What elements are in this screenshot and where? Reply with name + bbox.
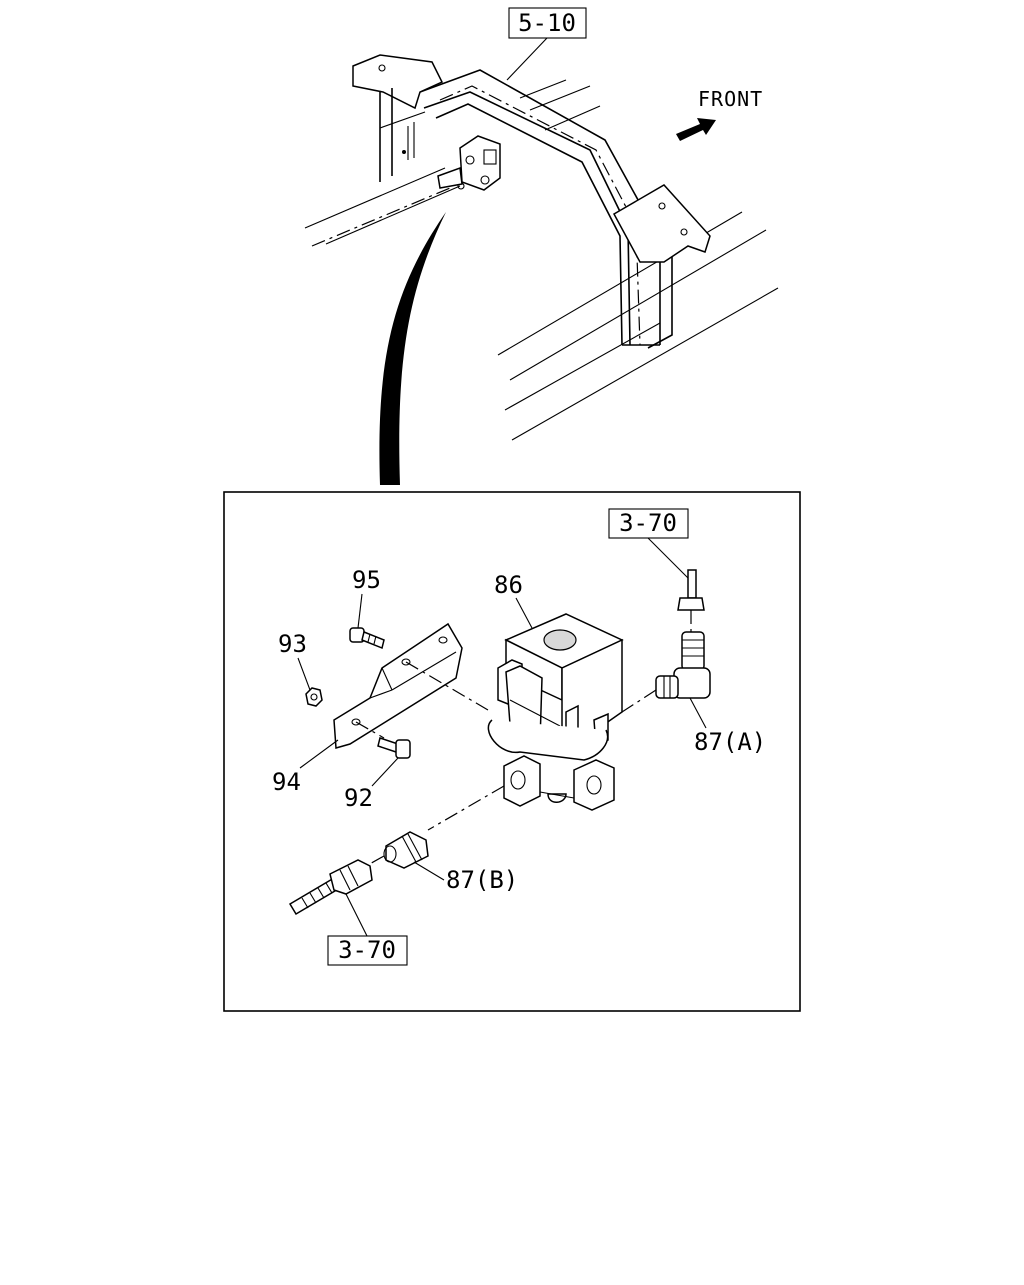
port-centerline bbox=[427, 785, 505, 831]
pipe-reference-leader-top bbox=[647, 537, 691, 581]
pipe-reference-box-bottom[interactable]: 3-70 bbox=[327, 935, 408, 966]
pipe-reference-box-top[interactable]: 3-70 bbox=[608, 508, 689, 539]
pipe-reference-leader-bottom bbox=[344, 891, 368, 937]
frame-rail-line bbox=[509, 229, 767, 381]
callout-label-87a: 87(A) bbox=[694, 728, 766, 756]
straight-fitting[interactable] bbox=[383, 831, 429, 869]
right-gusset bbox=[612, 184, 711, 263]
frame-reference-leader bbox=[506, 37, 548, 81]
callout-label-86: 86 bbox=[494, 571, 523, 599]
valve-body[interactable] bbox=[487, 613, 624, 811]
upper-bolt[interactable] bbox=[349, 627, 385, 650]
elbow-fitting-centerline bbox=[621, 689, 657, 713]
frame-reference-box[interactable]: 5-10 bbox=[508, 7, 587, 39]
frame-rail-line bbox=[529, 85, 591, 111]
front-label: FRONT bbox=[698, 87, 763, 111]
callout-93[interactable]: 93 bbox=[278, 630, 311, 691]
bracket-bolt-centerline bbox=[405, 661, 489, 711]
frame-overview: 5-10 FRONT bbox=[304, 7, 779, 485]
left-gusset bbox=[352, 54, 444, 182]
callout-label-87b: 87(B) bbox=[446, 866, 518, 894]
pipe-reference-label-top: 3-70 bbox=[619, 509, 677, 537]
callout-label-94: 94 bbox=[272, 768, 301, 796]
callout-label-93: 93 bbox=[278, 630, 307, 658]
straight-fitting-centerline bbox=[365, 855, 385, 867]
frame-rail-line bbox=[325, 185, 461, 245]
callout-94[interactable]: 94 bbox=[272, 739, 339, 796]
nut[interactable] bbox=[305, 687, 323, 707]
callout-87b[interactable]: 87(B) bbox=[413, 861, 518, 894]
cross-member bbox=[419, 69, 673, 349]
lower-bolt[interactable] bbox=[377, 737, 411, 759]
frame-rail-line bbox=[504, 322, 661, 411]
callout-label-95: 95 bbox=[352, 566, 381, 594]
frame-rail-line bbox=[544, 105, 601, 131]
callout-87a[interactable]: 87(A) bbox=[689, 697, 766, 756]
lower-braided-pipe bbox=[288, 859, 373, 916]
frame-rail-centerline bbox=[311, 187, 451, 247]
frame-rail-line bbox=[304, 167, 446, 229]
zoom-pointer bbox=[379, 212, 446, 485]
callout-86[interactable]: 86 bbox=[494, 571, 533, 629]
bracket[interactable] bbox=[333, 622, 463, 749]
detail-frame bbox=[223, 491, 801, 1012]
frame-rail-line bbox=[511, 287, 779, 441]
frame-rail-line bbox=[519, 79, 567, 99]
callout-92[interactable]: 92 bbox=[344, 757, 399, 812]
pipe-reference-label-bottom: 3-70 bbox=[338, 936, 396, 964]
detail-view: 3-70 3-70 bbox=[272, 508, 766, 966]
upper-pipe-end bbox=[677, 569, 705, 632]
valve-location-icon bbox=[437, 135, 501, 191]
callout-label-92: 92 bbox=[344, 784, 373, 812]
frame-reference-label: 5-10 bbox=[518, 9, 576, 37]
front-arrow-icon bbox=[676, 118, 716, 141]
bracket-lower-centerline bbox=[355, 721, 385, 739]
elbow-fitting[interactable] bbox=[655, 631, 711, 699]
callout-95[interactable]: 95 bbox=[352, 566, 381, 629]
